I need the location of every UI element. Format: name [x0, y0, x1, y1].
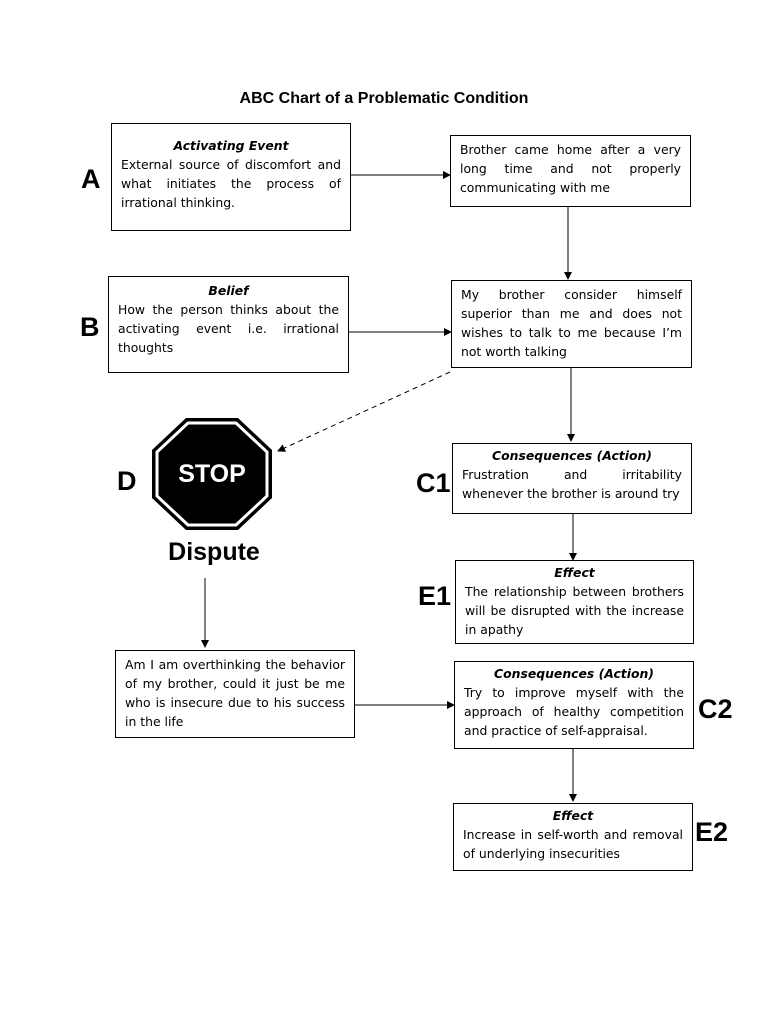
belief-box: Belief How the person thinks about the a… [108, 276, 349, 373]
consequence-1-text: Frustration and irritability whenever th… [462, 467, 682, 501]
effect-1-heading: Effect [554, 565, 595, 580]
letter-c2: C2 [698, 694, 733, 724]
belief-example-text: My brother consider himself superior tha… [461, 287, 682, 359]
arrow-belief-to-stop-dashed [277, 371, 451, 452]
letter-a: A [81, 164, 101, 194]
stop-sign-icon: STOP [152, 418, 272, 530]
consequence-1-box: Consequences (Action) Frustration and ir… [452, 443, 692, 514]
letter-e1: E1 [418, 581, 452, 611]
letter-b: B [80, 312, 100, 342]
event-example-box: Brother came home after a very long time… [450, 135, 691, 207]
dispute-label: Dispute [168, 538, 260, 566]
belief-example-box: My brother consider himself superior tha… [451, 280, 692, 368]
dispute-text: Am I am overthinking the behavior of my … [125, 657, 345, 729]
activating-event-text: External source of discomfort and what i… [121, 157, 341, 210]
activating-event-box: Activating Event External source of disc… [111, 123, 351, 231]
effect-2-heading: Effect [552, 808, 594, 823]
effect-2-text: Increase in self-worth and removal of un… [463, 827, 683, 861]
event-example-text: Brother came home after a very long time… [460, 142, 681, 195]
effect-1-text: The relationship between brothers will b… [465, 584, 684, 637]
effect-1-box: Effect The relationship between brothers… [455, 560, 694, 644]
belief-heading: Belief [208, 283, 249, 298]
dispute-text-box: Am I am overthinking the behavior of my … [115, 650, 355, 738]
effect-2-box: Effect Increase in self-worth and remova… [453, 803, 693, 871]
consequence-2-text: Try to improve myself with the approach … [464, 685, 684, 738]
letter-e2: E2 [695, 817, 729, 847]
chart-title: ABC Chart of a Problematic Condition [239, 90, 529, 107]
belief-text: How the person thinks about the activati… [118, 302, 339, 355]
consequence-2-box: Consequences (Action) Try to improve mys… [454, 661, 694, 749]
consequence-2-heading: Consequences (Action) [494, 666, 654, 681]
activating-event-heading: Activating Event [173, 138, 289, 153]
consequence-1-heading: Consequences (Action) [492, 448, 652, 463]
letter-c1: C1 [416, 468, 451, 498]
letter-d: D [117, 466, 137, 496]
stop-sign-text: STOP [178, 460, 246, 488]
